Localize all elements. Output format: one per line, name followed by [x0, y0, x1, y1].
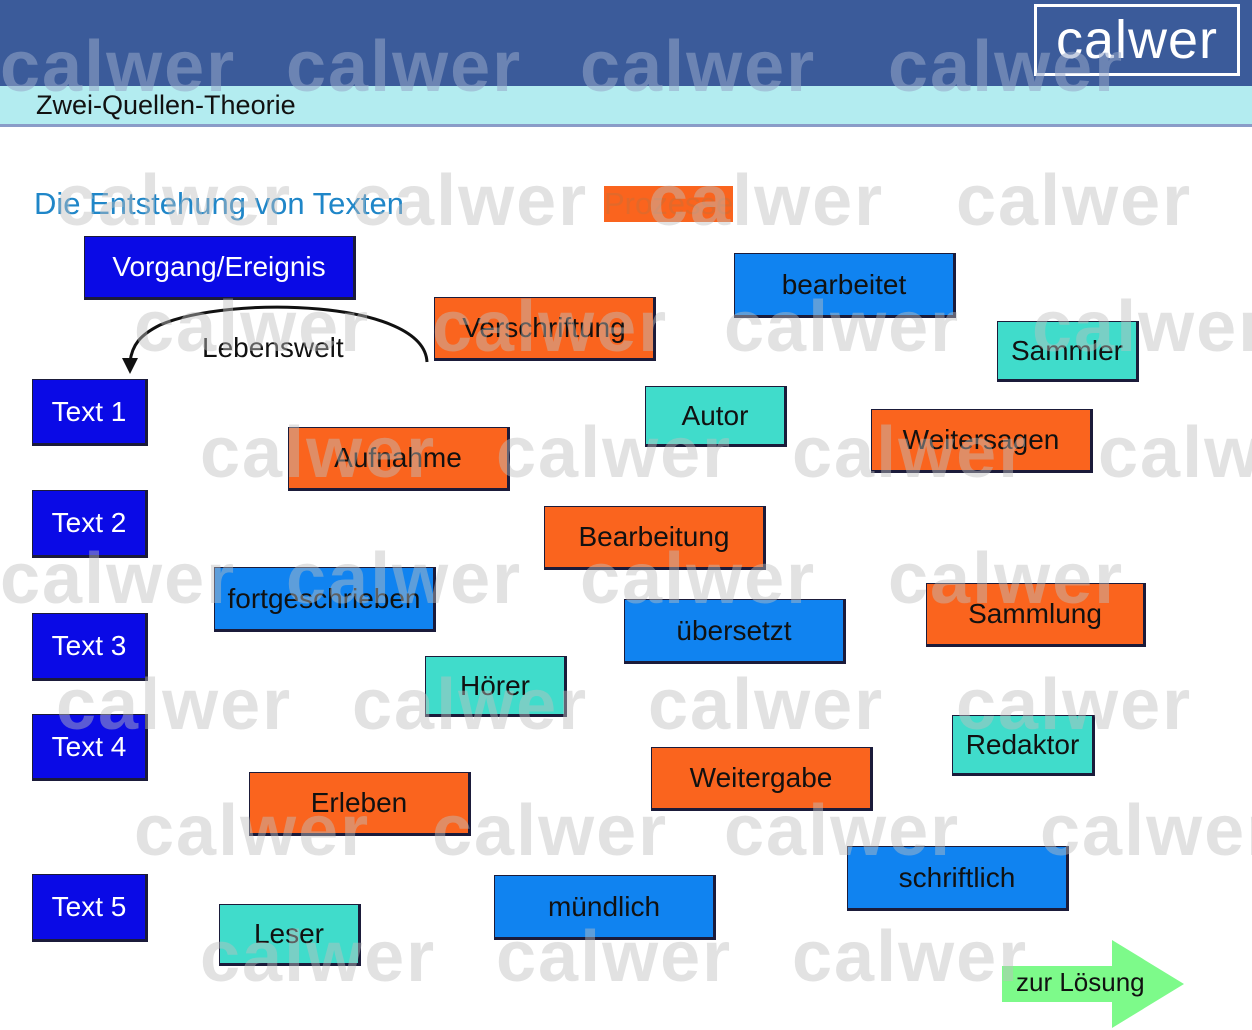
- watermark: calwer: [1098, 413, 1252, 493]
- page-title: Zwei-Quellen-Theorie: [36, 90, 296, 120]
- box-redaktor[interactable]: Redaktor: [952, 715, 1095, 776]
- title-bar: [0, 86, 1252, 127]
- zur-loesung-label: zur Lösung: [1016, 967, 1145, 997]
- box-vorgang-ereignis[interactable]: Vorgang/Ereignis: [84, 236, 356, 300]
- box-uebersetzt[interactable]: übersetzt: [624, 599, 846, 664]
- box-leser[interactable]: Leser: [219, 904, 361, 966]
- box-hoerer[interactable]: Hörer: [425, 656, 567, 717]
- box-verschriftung[interactable]: Verschriftung: [434, 297, 656, 361]
- heading-entstehung: Die Entstehung von Texten: [34, 186, 404, 221]
- box-weitergabe[interactable]: Weitergabe: [651, 747, 873, 811]
- box-bearbeitet[interactable]: bearbeitet: [734, 253, 956, 318]
- box-erleben[interactable]: Erleben: [249, 772, 471, 836]
- box-muendlich[interactable]: mündlich: [494, 875, 716, 940]
- watermark: calwer: [648, 665, 885, 745]
- box-schriftlich[interactable]: schriftlich: [847, 846, 1069, 911]
- header-band: [0, 0, 1252, 86]
- watermark: calwer: [956, 161, 1193, 241]
- box-text-2[interactable]: Text 2: [32, 490, 148, 558]
- box-text-1[interactable]: Text 1: [32, 379, 148, 446]
- box-autor[interactable]: Autor: [645, 386, 787, 447]
- calwer-logo: calwer: [1034, 4, 1240, 76]
- box-text-4[interactable]: Text 4: [32, 714, 148, 781]
- box-fortgeschrieben[interactable]: fortgeschrieben: [214, 567, 436, 632]
- lebenswelt-label: Lebenswelt: [202, 332, 344, 363]
- zur-loesung-arrow-button[interactable]: [1002, 940, 1184, 1028]
- box-sammlung[interactable]: Sammlung: [926, 583, 1146, 647]
- box-bearbeitung[interactable]: Bearbeitung: [544, 506, 766, 570]
- box-aufnahme[interactable]: Aufnahme: [288, 427, 510, 491]
- heading-prozesse: Prozesse: [604, 186, 734, 222]
- watermark: calwer: [1040, 791, 1252, 871]
- box-text-3[interactable]: Text 3: [32, 613, 148, 681]
- watermark: calwer: [792, 917, 1029, 997]
- box-sammler[interactable]: Sammler: [997, 321, 1139, 382]
- box-text-5[interactable]: Text 5: [32, 874, 148, 942]
- box-weitersagen[interactable]: Weitersagen: [871, 409, 1093, 473]
